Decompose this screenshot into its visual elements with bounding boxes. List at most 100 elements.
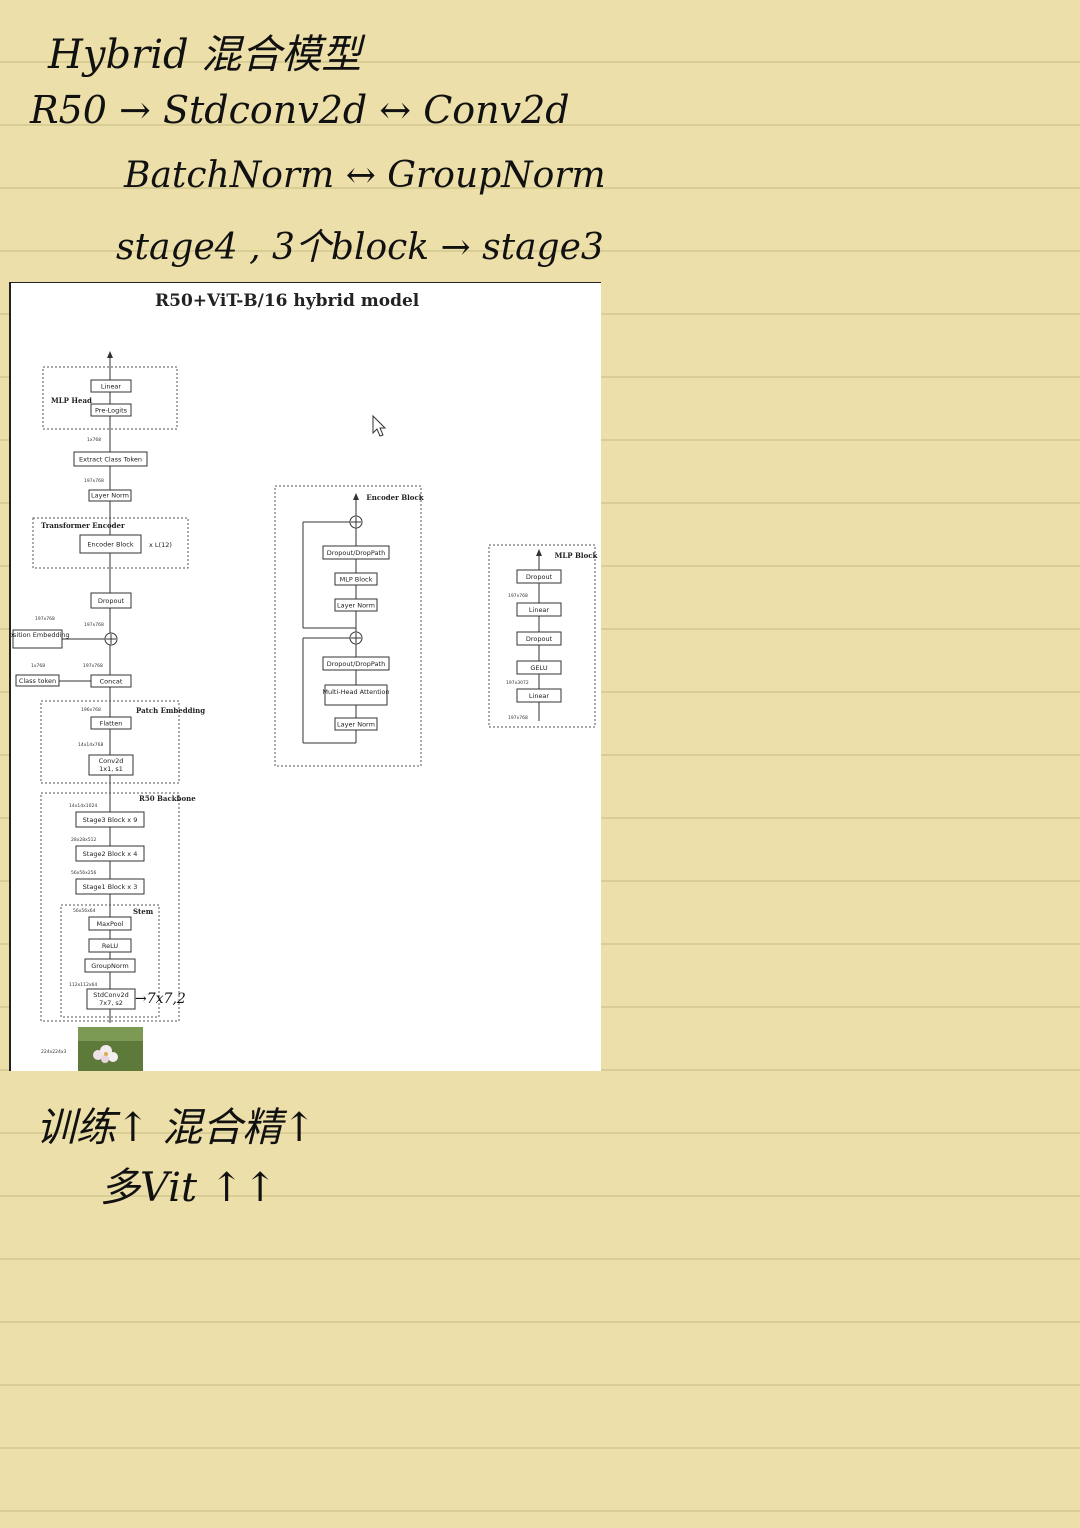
hybrid-model-diagram: R50+ViT-B/16 hybrid model Linear Pre-Log…: [11, 291, 598, 1071]
input-flower-image: [78, 1027, 143, 1071]
dim-label: 196x768: [81, 707, 101, 713]
screenshot-figure: R50+ViT-B/16 hybrid model Linear Pre-Log…: [9, 282, 601, 1071]
flatten-label: Flatten: [100, 720, 123, 728]
mlp-dropout-label: Dropout: [526, 635, 553, 643]
mlp-gelu-box: [516, 660, 562, 675]
encoder-mlp-block-box: [334, 572, 378, 586]
stdconv-params: 7x7, s2: [99, 999, 123, 1007]
dim-label: 197x768: [35, 616, 55, 622]
layer-norm-box: [88, 489, 132, 502]
mlp-dropout-box: [516, 569, 562, 584]
maxpool-box: [88, 916, 132, 931]
extract-class-token-box: [73, 451, 148, 467]
extract-class-token-label: Extract Class Token: [79, 456, 142, 464]
transformer-encoder-label: Transformer Encoder: [41, 521, 125, 530]
prelogits-label: Pre-Logits: [95, 407, 128, 415]
stage2-box: [75, 845, 145, 862]
stem-handwritten-note: →7x7,2: [135, 991, 186, 1007]
relu-label: ReLU: [102, 942, 119, 950]
dim-label: 1x768: [87, 437, 101, 443]
stage2-label: Stage2 Block x 4: [83, 850, 138, 858]
position-embedding-label: Position Embedding: [11, 631, 70, 639]
encoder-block-box: [79, 534, 142, 554]
dim-label: 197x768: [84, 622, 104, 628]
note-stage-change: stage4 , 3个block → stage3: [116, 227, 604, 268]
concat-box: [90, 674, 132, 688]
encoder-block-title: Encoder Block: [366, 493, 423, 502]
dim-label: 28x28x512: [71, 837, 97, 843]
dim-label: 197x3072: [506, 680, 529, 686]
note-hybrid: Hybrid 混合模型: [48, 32, 362, 78]
stdconv-label: StdConv2d: [93, 991, 129, 999]
output-arrow: [107, 351, 113, 358]
mouse-cursor-icon: [372, 414, 387, 437]
conv2d-label: Conv2d: [99, 757, 124, 765]
prelogits-box: [90, 403, 132, 417]
encoder-dropout-box: [322, 545, 390, 560]
mlp-gelu-label: GELU: [530, 664, 547, 672]
note-multi-vit: 多Vit ↑↑: [100, 1165, 277, 1211]
stage3-label: Stage3 Block x 9: [83, 816, 138, 824]
maxpool-label: MaxPool: [97, 920, 124, 928]
dim-label: 197x768: [84, 478, 104, 484]
dim-label: 1x768: [31, 663, 45, 669]
stage1-box: [75, 878, 145, 895]
mlp-dropout-box: [516, 631, 562, 646]
encoder-dropout-box: [322, 656, 390, 671]
dim-label: 14x14x1024: [69, 803, 97, 809]
encoder-mha-box: [324, 684, 388, 706]
mlp-linear-label: Linear: [529, 606, 550, 614]
patch-embedding-group: [40, 700, 180, 784]
encoder-layer-norm-label: Layer Norm: [337, 721, 375, 729]
patch-embedding-label: Patch Embedding: [136, 706, 205, 715]
encoder-block-group: [274, 485, 422, 767]
input-dim-label: 224x224x3: [41, 1049, 67, 1055]
conv2d-params: 1x1, s1: [99, 765, 123, 773]
dim-label: 112x112x64: [69, 982, 97, 988]
class-token-label: Class token: [19, 677, 56, 685]
mlp-block-group: [488, 544, 596, 728]
figure-title: R50+ViT-B/16 hybrid model: [155, 291, 420, 311]
stage1-label: Stage1 Block x 3: [83, 883, 138, 891]
encoder-dropout-label: Dropout/DropPath: [327, 660, 385, 668]
dropout-box: [90, 592, 132, 609]
encoder-mha-label: Multi-Head Attention: [322, 688, 389, 696]
dim-label: 197x768: [83, 663, 103, 669]
conv2d-box: [88, 754, 134, 776]
layer-norm-label: Layer Norm: [91, 492, 129, 500]
encoder-layer-norm-box: [334, 598, 378, 612]
flatten-box: [90, 716, 132, 730]
concat-label: Concat: [100, 678, 123, 686]
dim-label: 14x14x768: [78, 742, 104, 748]
encoder-layer-norm-box: [334, 717, 378, 731]
mlp-block-title: MLP Block: [555, 551, 598, 560]
r50-backbone-group: [40, 792, 180, 1022]
dim-label: 197x768: [508, 715, 528, 721]
note-batchnorm-groupnorm: BatchNorm ↔ GroupNorm: [124, 155, 606, 196]
groupnorm-label: GroupNorm: [91, 962, 129, 970]
dim-label: 197x768: [508, 593, 528, 599]
stdconv-box: [86, 988, 136, 1010]
mlp-linear-label: Linear: [529, 692, 550, 700]
note-r50-stdconv: R50 → Stdconv2d ↔ Conv2d: [30, 88, 570, 132]
dim-label: 56x56x64: [73, 908, 96, 914]
mlp-head-group: [42, 366, 178, 430]
note-training-mixed-precision: 训练↑ 混合精↑: [36, 1105, 316, 1151]
linear-label: Linear: [101, 383, 122, 391]
linear-box: [90, 379, 132, 393]
dropout-label: Dropout: [98, 597, 125, 605]
groupnorm-box: [84, 958, 136, 973]
encoder-block-label: Encoder Block: [87, 541, 133, 549]
encoder-dropout-label: Dropout/DropPath: [327, 549, 385, 557]
encoder-layer-norm-label: Layer Norm: [337, 602, 375, 610]
mlp-linear-box: [516, 688, 562, 703]
stem-group: [60, 904, 160, 1018]
repeat-label: x L(12): [149, 541, 172, 549]
dim-label: 56x56x256: [71, 870, 97, 876]
transformer-encoder-group: [32, 517, 189, 569]
r50-backbone-label: R50 Backbone: [139, 794, 196, 803]
relu-box: [88, 938, 132, 953]
stem-label: Stem: [133, 907, 154, 916]
stage3-box: [75, 811, 145, 828]
mlp-head-label: MLP Head: [51, 396, 92, 405]
